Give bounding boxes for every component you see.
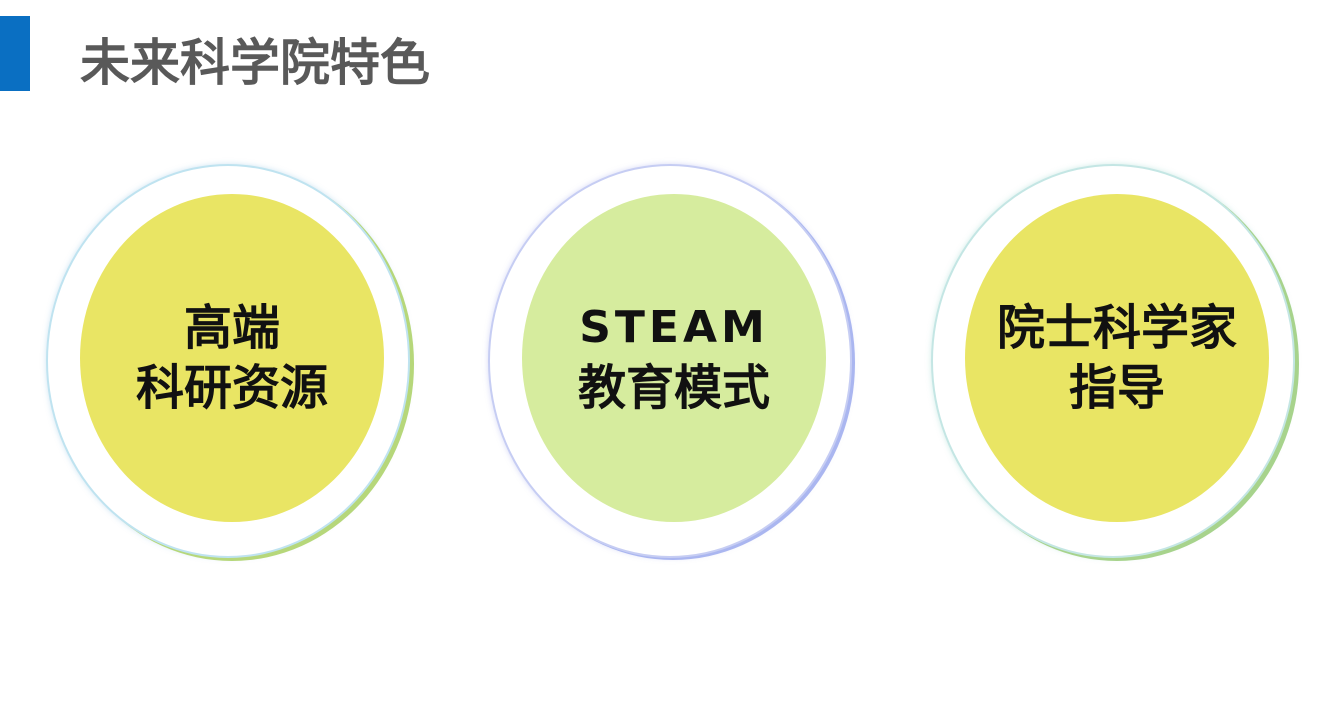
- feature-line: 高端: [183, 300, 280, 356]
- page-title: 未来科学院特色: [80, 34, 430, 92]
- feature-circle-academician-guidance: 院士科学家 指导: [931, 164, 1295, 558]
- inner-circle: 院士科学家 指导: [965, 194, 1269, 522]
- inner-circle: 高端 科研资源: [80, 194, 384, 522]
- feature-circle-research-resources: 高端 科研资源: [46, 164, 410, 558]
- title-accent-bar: [0, 16, 30, 91]
- feature-line: STEAM: [579, 302, 769, 353]
- inner-circle: STEAM 教育模式: [522, 194, 826, 522]
- feature-line: 教育模式: [577, 360, 770, 416]
- feature-line: 指导: [1068, 360, 1165, 416]
- feature-circle-steam-education: STEAM 教育模式: [488, 164, 852, 558]
- feature-line: 科研资源: [135, 360, 328, 416]
- feature-line: 院士科学家: [996, 300, 1237, 356]
